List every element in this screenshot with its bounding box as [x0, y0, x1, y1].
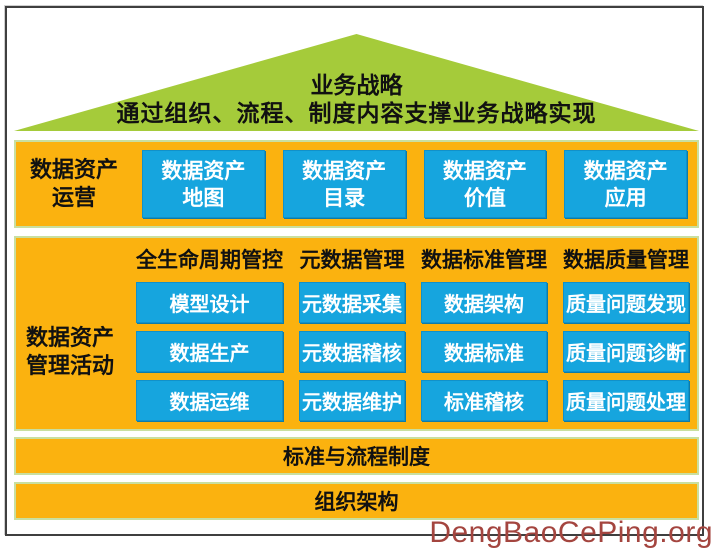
activity-box-quality-issue-handling: 质量问题处理: [563, 380, 689, 421]
box-line2: 应用: [604, 185, 647, 210]
activities-label-line1: 数据资产: [25, 324, 114, 351]
column-header-lifecycle: 全生命周期管控: [136, 247, 283, 272]
activities-label-line2: 管理活动: [25, 352, 114, 379]
operations-box-data-value: 数据资产 价值: [423, 150, 547, 218]
activity-box-metadata-collection: 元数据采集: [299, 282, 405, 323]
activity-box-model-design: 模型设计: [136, 282, 283, 323]
box-line1: 数据资产: [302, 158, 387, 183]
operations-boxes: 数据资产 地图 数据资产 目录 数据资产 价值 数据资产 应用: [142, 150, 687, 218]
box-line1: 数据资产: [583, 158, 668, 183]
column-header-quality: 数据质量管理: [563, 247, 689, 272]
activity-box-quality-issue-diagnosis: 质量问题诊断: [563, 331, 689, 372]
standards-band-label: 标准与流程制度: [283, 444, 430, 469]
standards-band: 标准与流程制度: [14, 437, 699, 475]
pyramid-subtitle: 通过组织、流程、制度内容支撑业务战略实现: [116, 100, 597, 127]
organization-band: 组织架构: [14, 482, 699, 520]
box-line1: 数据资产: [442, 158, 527, 183]
box-line2: 价值: [463, 185, 506, 210]
activity-box-data-ops: 数据运维: [136, 380, 283, 421]
activity-box-metadata-audit: 元数据稽核: [299, 331, 405, 372]
activity-box-data-production: 数据生产: [136, 331, 283, 372]
activities-band: 全生命周期管控 元数据管理 数据标准管理 数据质量管理 数据资产 管理活动 模型…: [14, 236, 699, 431]
box-line2: 目录: [323, 185, 366, 210]
box-line1: 数据资产: [161, 158, 246, 183]
column-header-metadata: 元数据管理: [299, 247, 405, 272]
operations-label-line1: 数据资产: [29, 157, 118, 183]
activity-box-data-architecture: 数据架构: [421, 282, 547, 323]
activity-box-standard-audit: 标准稽核: [421, 380, 547, 421]
operations-label-line2: 运营: [51, 185, 96, 211]
operations-label: 数据资产 运营: [20, 156, 128, 212]
watermark-text: DengBaoCePing.org: [429, 516, 713, 549]
box-line2: 地图: [182, 185, 225, 210]
operations-box-data-application: 数据资产 应用: [564, 150, 687, 218]
column-header-standards: 数据标准管理: [421, 247, 547, 272]
activities-label: 数据资产 管理活动: [20, 324, 120, 380]
operations-box-data-catalog: 数据资产 目录: [282, 150, 406, 218]
organization-band-label: 组织架构: [314, 489, 399, 514]
activity-box-quality-issue-discovery: 质量问题发现: [563, 282, 689, 323]
operations-box-data-map: 数据资产 地图: [142, 150, 265, 218]
activity-box-data-standard: 数据标准: [421, 331, 547, 372]
operations-band: 数据资产 运营 数据资产 地图 数据资产 目录 数据资产 价值 数据资产 应用: [14, 140, 699, 228]
activity-box-metadata-maintenance: 元数据维护: [299, 380, 405, 421]
outer-frame: [5, 6, 704, 536]
pyramid-title: 业务战略: [310, 72, 403, 99]
